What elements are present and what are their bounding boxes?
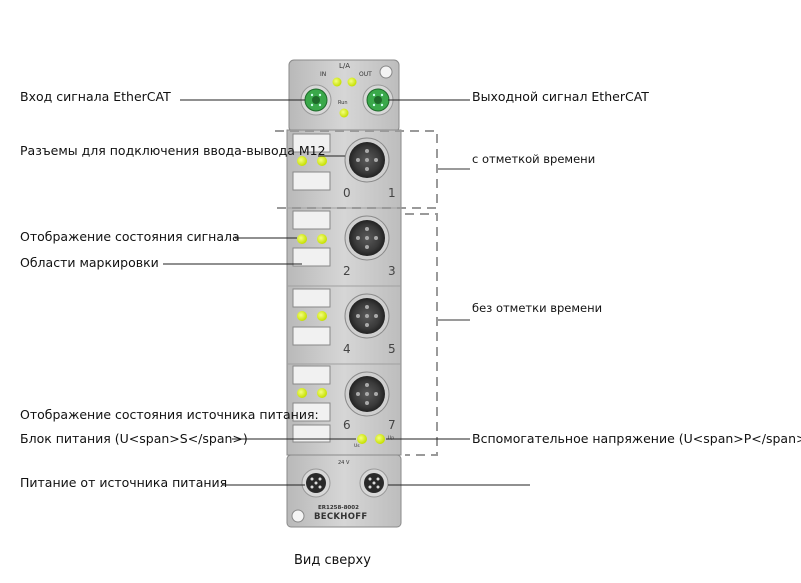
- up-led: [375, 434, 385, 444]
- label-power-supply: Питание от источника питания: [20, 475, 228, 490]
- channel-7: 7: [388, 418, 396, 432]
- label-aux-voltage: Вспомогательное напряжение (U<span>P</sp…: [472, 431, 801, 446]
- label-ethercat-in: Вход сигнала EtherCAT: [20, 89, 171, 104]
- power-module: [286, 454, 402, 528]
- m12-connectors: [344, 137, 390, 417]
- label-m12-connectors: Разъемы для подключения ввода-вывода M12: [20, 143, 326, 158]
- ethercat-module: [288, 59, 400, 133]
- brand-logo: BECKHOFF: [314, 512, 368, 522]
- label-power-unit: Блок питания (U<span>S</span>): [20, 431, 248, 446]
- label-ethercat-out: Выходной сигнал EtherCAT: [472, 89, 649, 104]
- channel-0: 0: [343, 186, 351, 200]
- la-label: L/A: [339, 62, 351, 70]
- label-top-view: Вид сверху: [294, 553, 371, 568]
- channel-5: 5: [388, 342, 396, 356]
- run-label: Run: [338, 100, 348, 106]
- model-number: ER1258-8002: [318, 505, 359, 511]
- us-label: Us: [354, 444, 360, 449]
- leader-lines: [163, 99, 530, 486]
- signal-leds: [297, 156, 385, 444]
- channel-4: 4: [343, 342, 351, 356]
- out-label: OUT: [359, 71, 372, 78]
- channel-1: 1: [388, 186, 396, 200]
- run-led: [339, 108, 349, 118]
- channel-6: 6: [343, 418, 351, 432]
- us-led: [357, 434, 367, 444]
- label-signal-status: Отображение состояния сигнала: [20, 229, 240, 244]
- up-label: Up: [388, 436, 395, 441]
- marking-fields: [292, 133, 331, 443]
- label-timestamp: с отметкой времени: [472, 152, 596, 166]
- la-in-led: [332, 77, 342, 87]
- label-power-status: Отображение состояния источника питания:: [20, 407, 319, 422]
- bracket-lines: [275, 130, 470, 456]
- channel-3: 3: [388, 264, 396, 278]
- la-out-led: [347, 77, 357, 87]
- channel-2: 2: [343, 264, 351, 278]
- label-no-timestamp: без отметки времени: [472, 301, 603, 315]
- in-label: IN: [320, 71, 327, 78]
- power-voltage-label: 24 V: [338, 460, 350, 466]
- label-marking-areas: Области маркировки: [20, 255, 159, 270]
